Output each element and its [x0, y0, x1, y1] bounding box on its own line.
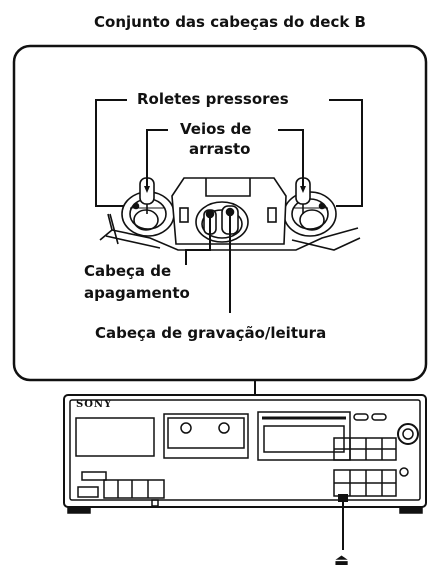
- head-assembly-drawing: [99, 177, 361, 251]
- label-record-playback-head: Cabeça de gravação/leitura: [95, 324, 327, 342]
- label-pinch-rollers: Roletes pressores: [137, 90, 289, 108]
- diagram-title: Conjunto das cabeças do deck B: [94, 13, 366, 31]
- label-capstans-line2: arrasto: [189, 140, 251, 158]
- label-erase-head-line2: apagamento: [84, 284, 190, 302]
- cassette-deck: [63, 394, 427, 514]
- right-capstan-arrow: [300, 186, 306, 193]
- label-erase-head-line1: Cabeça de: [84, 262, 172, 280]
- leader-lines: [95, 99, 363, 313]
- eject-icon: ⏏: [334, 550, 350, 569]
- left-capstan-arrow: [144, 186, 150, 193]
- deck-b-eject-button: [338, 494, 348, 502]
- deck-brand-logo: SONY: [76, 399, 113, 410]
- label-capstans-line1: Veios de: [180, 120, 252, 138]
